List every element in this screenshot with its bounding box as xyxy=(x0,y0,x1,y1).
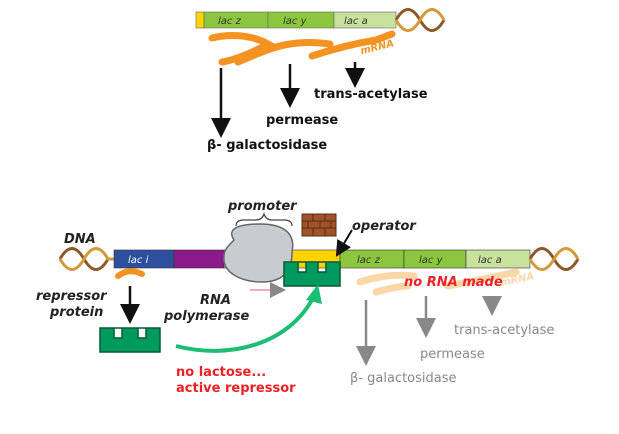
rna-pol-label-1: RNA xyxy=(200,293,231,308)
product-acetylase: trans-acetylase xyxy=(454,323,554,338)
top-dna-helix xyxy=(394,8,446,32)
top-product-permease: permease xyxy=(266,113,338,128)
top-yellow-cap xyxy=(195,11,205,29)
operator-arrow xyxy=(335,229,353,257)
lac-i-mrna xyxy=(115,268,145,279)
top-product-acetylase: trans-acetylase xyxy=(314,87,428,102)
promoter-bracket xyxy=(235,212,293,227)
top-operon: lac z lac y lac a xyxy=(195,8,446,32)
bound-repressor xyxy=(283,261,341,287)
product-permease: permease xyxy=(420,347,485,362)
faint-mrna xyxy=(356,268,520,296)
repressor-label-2: protein xyxy=(49,305,103,320)
repressor-label-1: repressor xyxy=(36,289,108,304)
product-galactosidase: β- galactosidase xyxy=(350,371,457,386)
free-repressor xyxy=(99,327,161,353)
no-lactose-label-2: active repressor xyxy=(176,381,296,396)
promoter-label: promoter xyxy=(227,199,298,214)
top-gene-lac-a-label: lac a xyxy=(344,16,368,27)
top-mrna xyxy=(208,30,396,66)
top-gene-lac-z-label: lac z xyxy=(218,16,242,27)
top-product-galactosidase: β- galactosidase xyxy=(207,138,327,153)
green-curve-arrowhead xyxy=(306,284,322,304)
bottom-dna-helix-left xyxy=(58,247,114,271)
rna-polymerase xyxy=(223,223,294,283)
brick-icon xyxy=(301,213,337,237)
rna-pol-label-2: polymerase xyxy=(163,309,249,324)
gene-lac-a-label: lac a xyxy=(478,255,502,266)
bottom-dna-helix-right xyxy=(528,247,580,271)
purple-segment xyxy=(173,249,225,269)
no-lactose-label-1: no lactose... xyxy=(176,365,266,380)
green-curve-arrow xyxy=(175,295,316,353)
dna-label: DNA xyxy=(64,232,96,247)
operator-label: operator xyxy=(352,219,417,234)
gene-lac-z-label: lac z xyxy=(357,255,381,266)
gene-lac-i-label: lac i xyxy=(128,255,149,266)
no-rna-made-label: no RNA made xyxy=(404,275,503,290)
top-gene-lac-y-label: lac y xyxy=(283,16,308,27)
gene-lac-y-label: lac y xyxy=(419,255,444,266)
